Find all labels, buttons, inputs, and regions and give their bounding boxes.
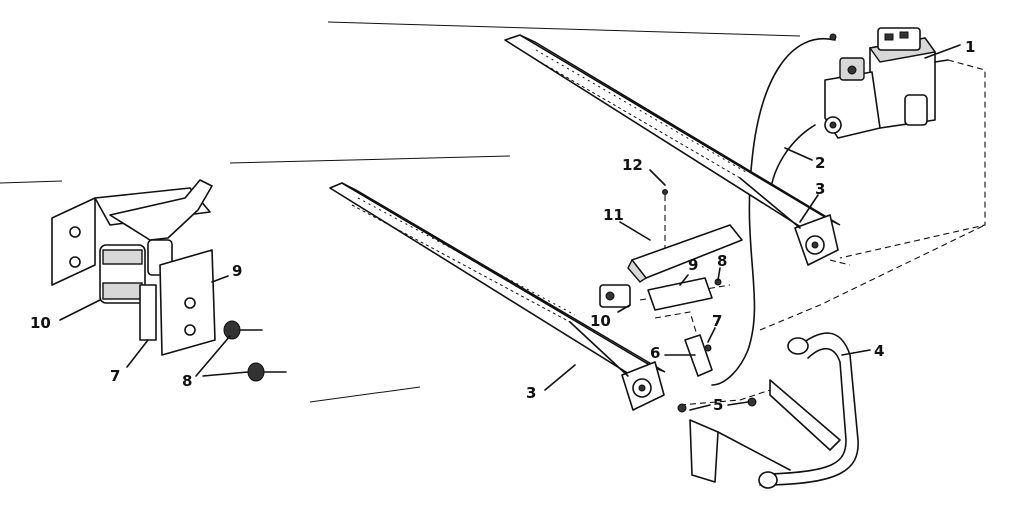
lower-burner: [329, 182, 666, 411]
bracket-screws: [223, 320, 287, 382]
page-rules: [0, 21, 801, 403]
pilot-bracket-detail: [51, 179, 216, 356]
callout-10-left: 10: [30, 314, 51, 332]
pilot-bracket-center: [599, 189, 722, 377]
callout-12: 12: [622, 156, 643, 174]
callout-8-center: 8: [717, 252, 727, 270]
upper-burner: [504, 34, 841, 266]
leader-lines: [59, 44, 961, 411]
callout-7-left: 7: [110, 367, 120, 385]
callout-3-left: 3: [526, 384, 536, 402]
callout-6: 6: [650, 344, 660, 362]
callout-10-center: 10: [590, 312, 611, 330]
callout-9-left: 9: [232, 262, 242, 280]
gas-valve: [824, 27, 949, 139]
callout-1: 1: [965, 38, 975, 56]
callouts: 1 2 3 3 4 5 6 7 8 9 10 11 12 10 7 9 8: [30, 38, 975, 414]
pilot-shield: [627, 224, 743, 283]
callout-3-right: 3: [815, 180, 825, 198]
callout-7-center: 7: [712, 312, 722, 330]
callout-8-left: 8: [182, 372, 192, 390]
burner-support: [677, 332, 859, 489]
callout-11: 11: [603, 206, 624, 224]
callout-2: 2: [815, 154, 825, 172]
callout-5: 5: [713, 396, 723, 414]
callout-9-center: 9: [688, 256, 698, 274]
callout-4: 4: [874, 342, 884, 360]
